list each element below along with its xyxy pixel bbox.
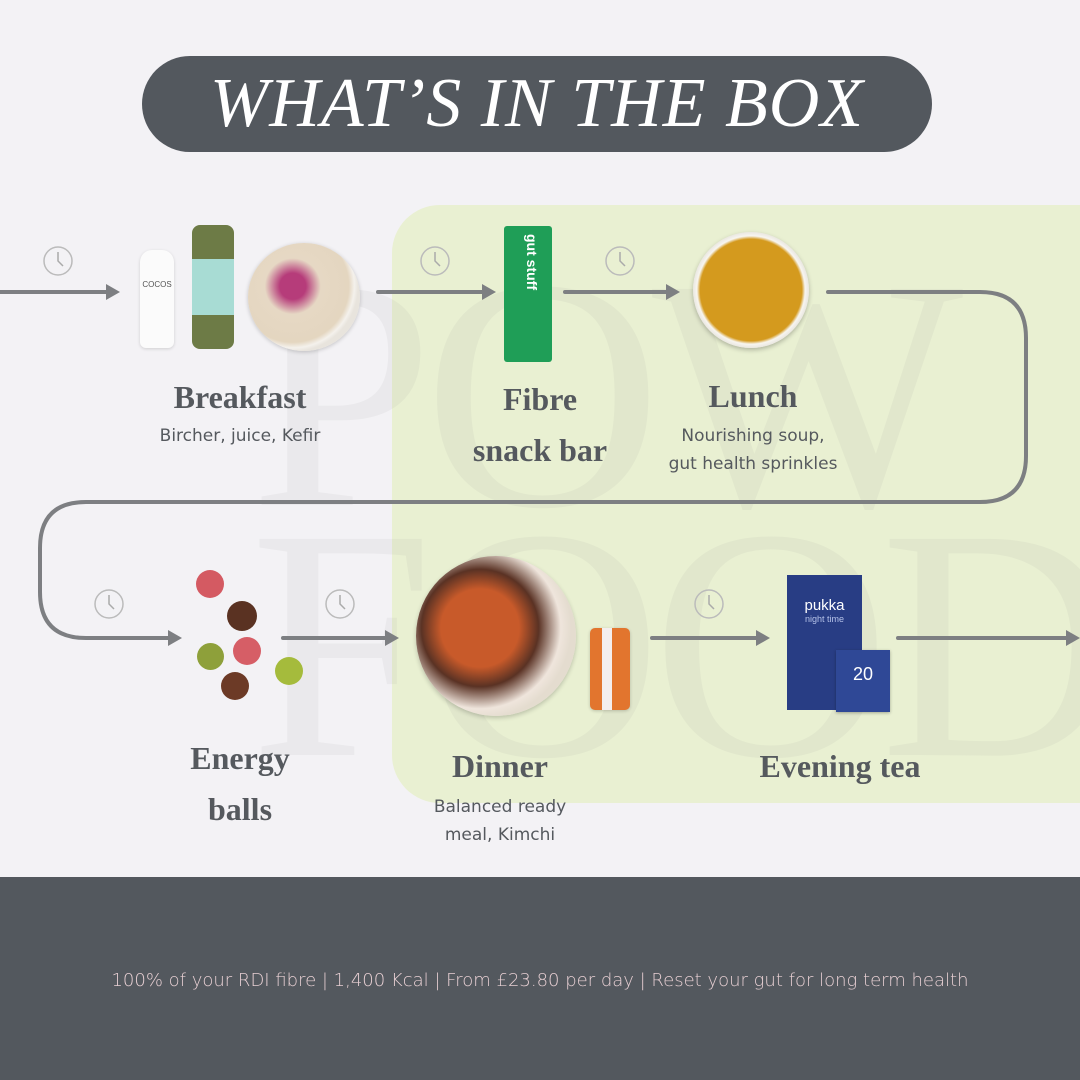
juice-bottle	[192, 225, 234, 349]
bar-label: gut stuff	[524, 234, 540, 290]
watermark-food: FOOD	[250, 462, 1080, 827]
footer-tagline: 100% of your RDI fibre | 1,400 Kcal | Fr…	[111, 970, 969, 991]
step-subtitle-lunch-line1: Nourishing soup,	[681, 426, 825, 446]
energy-balls	[190, 565, 310, 705]
step-title-fibre-line1: Fibre	[502, 381, 578, 417]
step-title-lunch: Lunch	[708, 378, 798, 414]
clock-icon	[94, 589, 124, 619]
clock-icon	[43, 246, 73, 276]
step-title-dinner: Dinner	[452, 748, 548, 784]
step-subtitle-dinner-line2: meal, Kimchi	[444, 825, 556, 845]
dinner-plate	[416, 556, 576, 716]
kefir-bottle: COCOS	[140, 250, 174, 348]
footer-bar	[0, 877, 1080, 1080]
clock-icon	[420, 246, 450, 276]
tea-sachet: 20	[836, 650, 890, 712]
clock-icon	[605, 246, 635, 276]
clock-icon	[325, 589, 355, 619]
title-banner: WHAT’S IN THE BOX	[142, 56, 932, 152]
step-title-energy-line1: Energy	[190, 740, 290, 776]
tea-brand: pukka	[804, 597, 845, 614]
step-subtitle-dinner-line1: Balanced ready	[433, 797, 567, 817]
clock-icon	[694, 589, 724, 619]
step-subtitle-breakfast: Bircher, juice, Kefir	[159, 426, 321, 446]
gut-stuff-bar: gut stuff	[504, 226, 552, 362]
tea-name: night time	[804, 614, 845, 624]
tea-count: 20	[852, 664, 874, 684]
bircher-bowl	[248, 243, 360, 351]
step-title-energy-line2: balls	[207, 791, 273, 827]
kimchi-jar	[590, 628, 630, 710]
step-title-evening-tea: Evening tea	[759, 748, 921, 784]
soup-bowl	[693, 232, 809, 348]
step-subtitle-lunch-line2: gut health sprinkles	[668, 454, 838, 474]
page-title: WHAT’S IN THE BOX	[209, 65, 865, 142]
step-title-fibre-line2: snack bar	[472, 432, 608, 468]
kefir-label: COCOS	[142, 280, 172, 289]
watermark-pow: POW	[250, 212, 963, 577]
step-title-breakfast: Breakfast	[173, 379, 307, 415]
